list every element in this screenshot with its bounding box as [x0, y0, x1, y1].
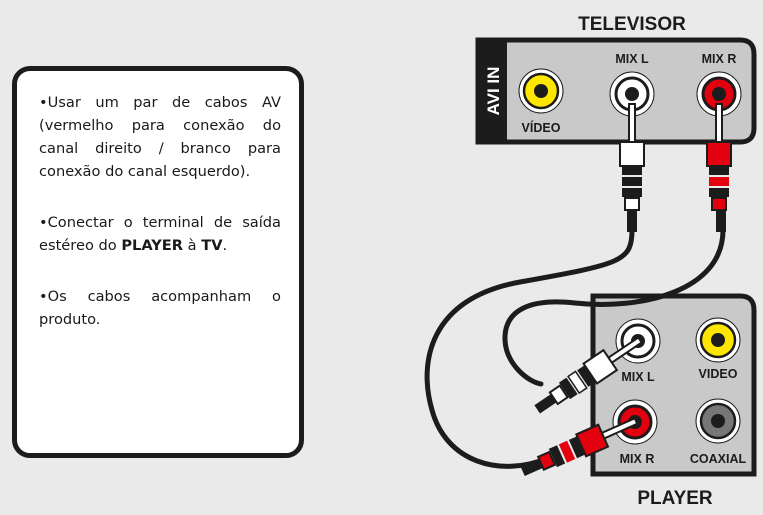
red-cable	[502, 227, 726, 387]
instructions-box: •Usar um par de cabos AV (vermelho para …	[12, 66, 304, 458]
instruction-player-word: PLAYER	[121, 237, 184, 254]
tv-mix-r-label: MIX R	[702, 52, 737, 66]
tv-video-label: VÍDEO	[522, 120, 561, 135]
white-cable	[424, 227, 635, 469]
player-title: PLAYER	[637, 488, 713, 509]
instruction-connect-mid: à	[183, 237, 202, 254]
tv-panel-label-strip	[478, 40, 507, 142]
instruction-tv-word: TV	[201, 237, 223, 254]
instruction-connect-prefix: •Conectar o terminal de saída estéreo do	[39, 214, 281, 254]
player-coaxial-label: COAXIAL	[690, 452, 747, 466]
tv-white-plug	[619, 103, 645, 232]
instruction-connect-suffix: .	[222, 237, 228, 254]
tv-red-plug	[706, 103, 732, 232]
player-mix-r-label: MIX R	[620, 452, 655, 466]
player-red-plug	[520, 416, 639, 477]
tv-mix-l-jack[interactable]	[609, 71, 655, 117]
instruction-included: •Os cabos acompanham o produto.	[39, 288, 281, 328]
instruction-cables: •Usar um par de cabos AV (vermelho para …	[39, 94, 281, 180]
player-coaxial-jack[interactable]	[695, 398, 741, 444]
player-video-jack[interactable]	[695, 317, 741, 363]
tv-video-jack[interactable]	[518, 68, 564, 114]
player-video-label: VIDEO	[699, 367, 738, 381]
tv-title: TELEVISOR	[578, 14, 686, 35]
instruction-connect: •Conectar o terminal de saída estéreo do…	[39, 211, 281, 257]
player-white-plug	[534, 336, 644, 414]
tv-mix-l-label: MIX L	[615, 52, 649, 66]
tv-panel-label: AVI IN	[484, 67, 503, 116]
player-mix-l-label: MIX L	[621, 370, 655, 384]
